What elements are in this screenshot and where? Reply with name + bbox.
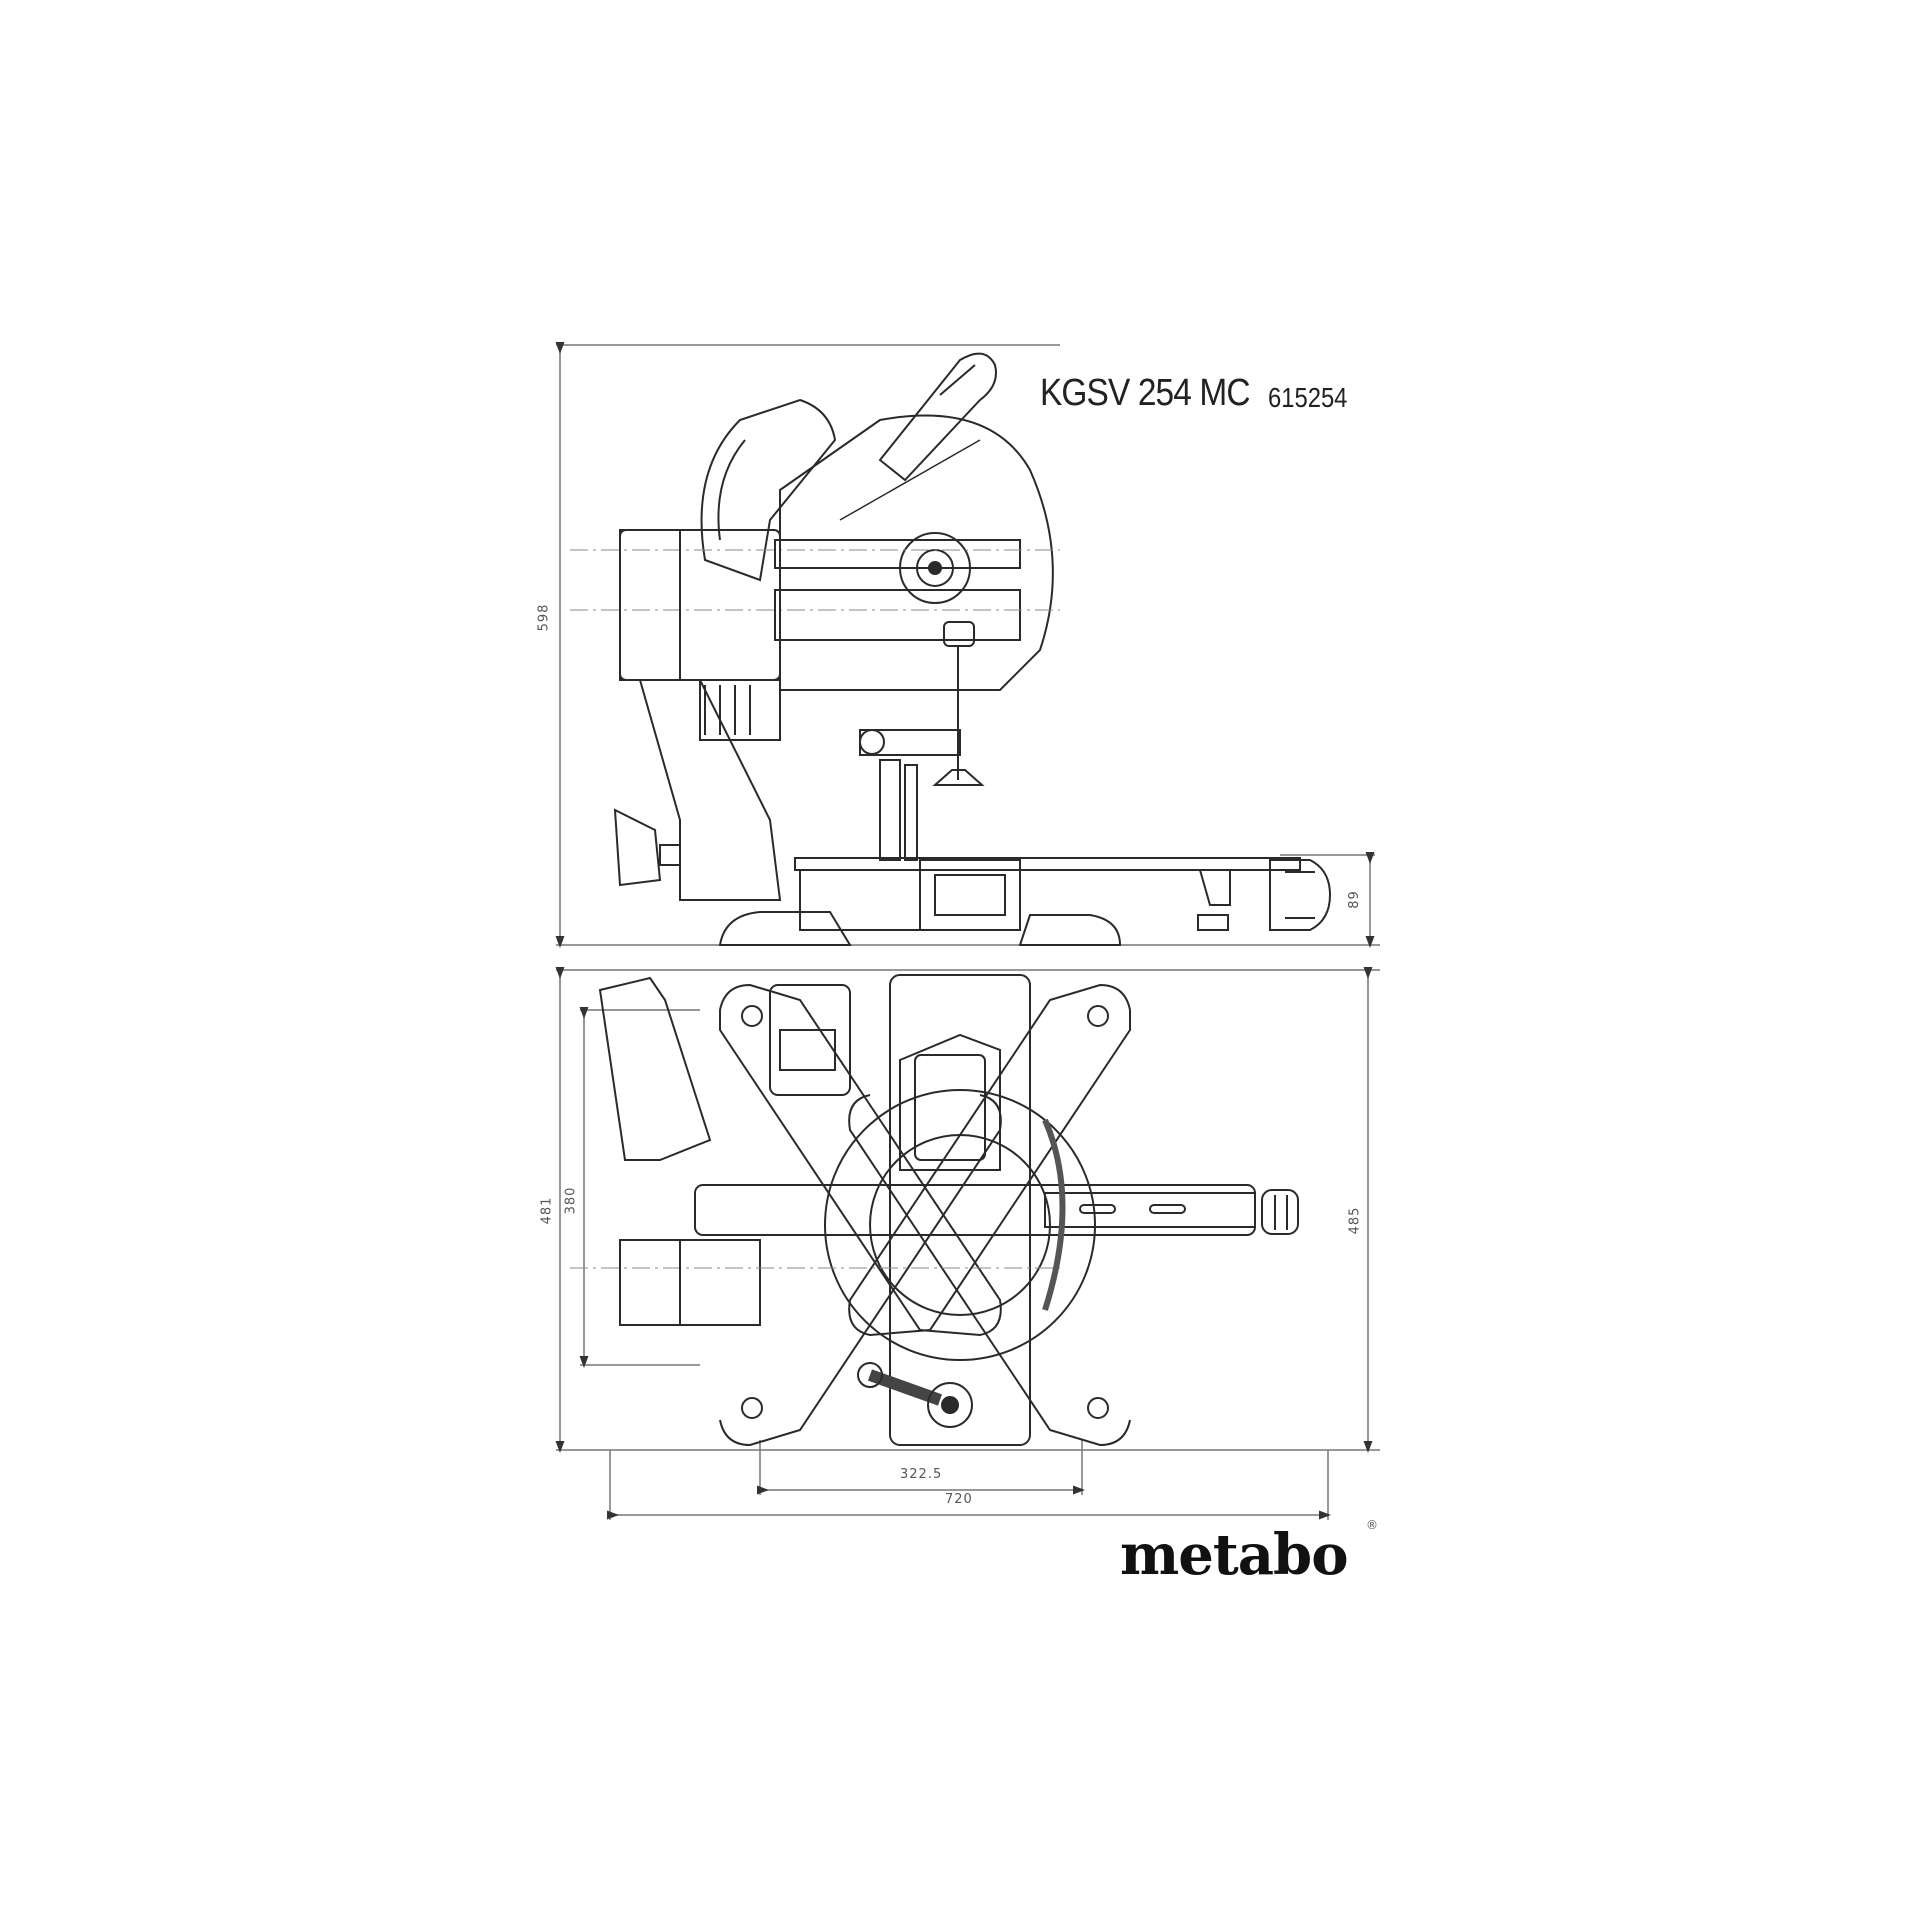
dimension-right-depth: 485	[1347, 1206, 1363, 1235]
registered-mark: ®	[1366, 1518, 1378, 1532]
dimension-overall-width: 720	[945, 1492, 973, 1507]
side-view-drawing	[555, 342, 1380, 948]
dimension-total-height: 598	[536, 603, 552, 632]
part-number: 615254	[1268, 382, 1348, 413]
dimension-base-height: 89	[1346, 890, 1362, 909]
side-dimension-lines	[555, 342, 1380, 948]
dimension-center-width: 322.5	[900, 1467, 943, 1482]
top-dimension-lines	[555, 967, 1380, 1520]
model-title: KGSV 254 MC	[1040, 372, 1251, 414]
metabo-logo: metabo	[1120, 1522, 1349, 1588]
x-legs	[719, 983, 1131, 1447]
dimension-overall-depth: 481	[539, 1196, 555, 1225]
top-view-drawing	[555, 967, 1380, 1520]
dimension-inner-depth: 380	[563, 1186, 579, 1215]
